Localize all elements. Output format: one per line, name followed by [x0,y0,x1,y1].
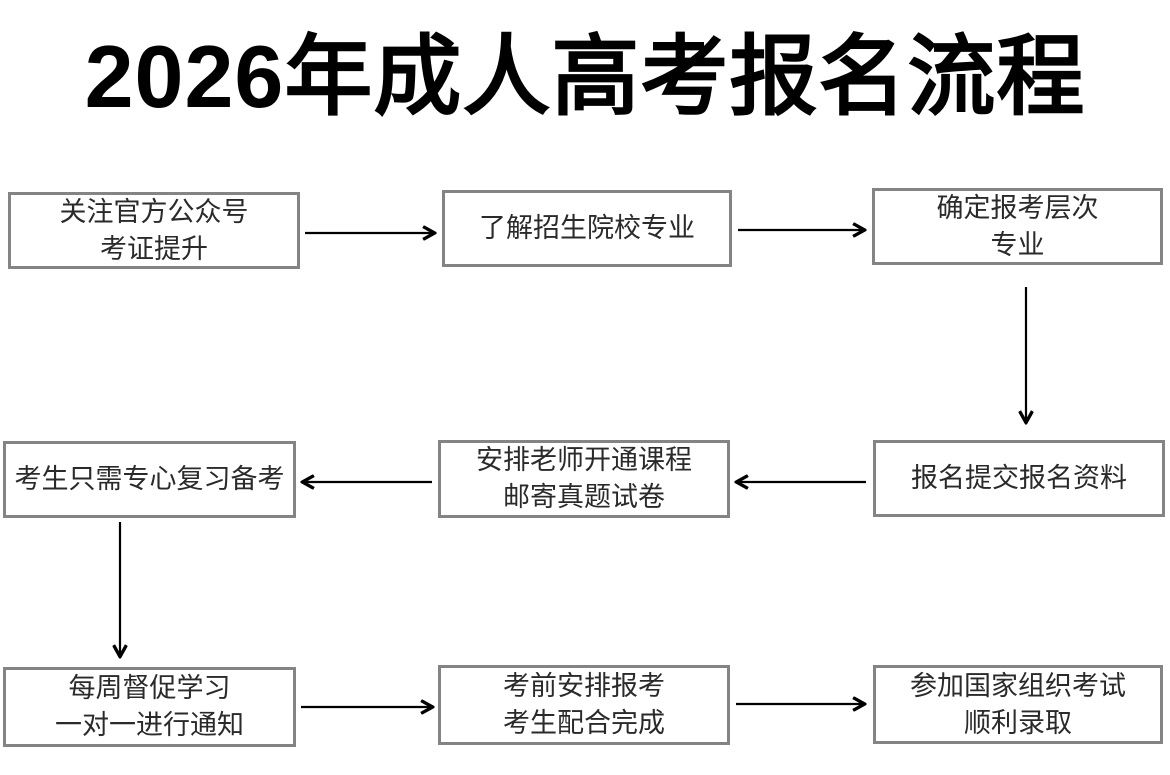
flow-step-1-line-2: 考证提升 [100,233,208,264]
flow-step-1-box: 关注官方公众号 考证提升 [8,192,300,269]
flow-step-7-line-1: 每周督促学习 [68,673,231,703]
flow-step-6-line-1: 考生只需专心复习备考 [14,464,285,494]
flow-step-7-line-2: 一对一进行通知 [55,710,244,740]
flow-step-9-box: 参加国家组织考试 顺利录取 [873,665,1163,744]
flow-step-5-line-1: 安排老师开通课程 [476,445,692,475]
flow-step-8-line-2: 考生配合完成 [503,708,665,738]
flow-step-2-box: 了解招生院校专业 [442,190,732,267]
flow-step-3-line-2: 专业 [990,229,1045,260]
flow-step-7-box: 每周督促学习 一对一进行通知 [3,667,296,747]
flow-step-6-box: 考生只需专心复习备考 [3,441,296,518]
flow-step-1-line-1: 关注官方公众号 [59,196,249,227]
flow-step-9-line-2: 顺利录取 [964,707,1072,738]
flow-step-5-line-2: 邮寄真题试卷 [503,482,665,512]
flow-step-4-line-1: 报名提交报名资料 [911,463,1127,493]
flow-step-5-box: 安排老师开通课程 邮寄真题试卷 [438,440,730,518]
flow-step-3-line-1: 确定报考层次 [936,192,1099,223]
flow-step-8-line-1: 考前安排报考 [503,671,665,701]
flow-step-2-line-1: 了解招生院校专业 [479,213,695,243]
flow-step-4-box: 报名提交报名资料 [873,440,1165,517]
flow-step-9-line-1: 参加国家组织考试 [910,670,1126,701]
page-title: 2026年成人高考报名流程 [84,27,1086,126]
flow-step-8-box: 考前安排报考 考生配合完成 [438,665,730,745]
flow-step-3-box: 确定报考层次 专业 [872,188,1163,265]
